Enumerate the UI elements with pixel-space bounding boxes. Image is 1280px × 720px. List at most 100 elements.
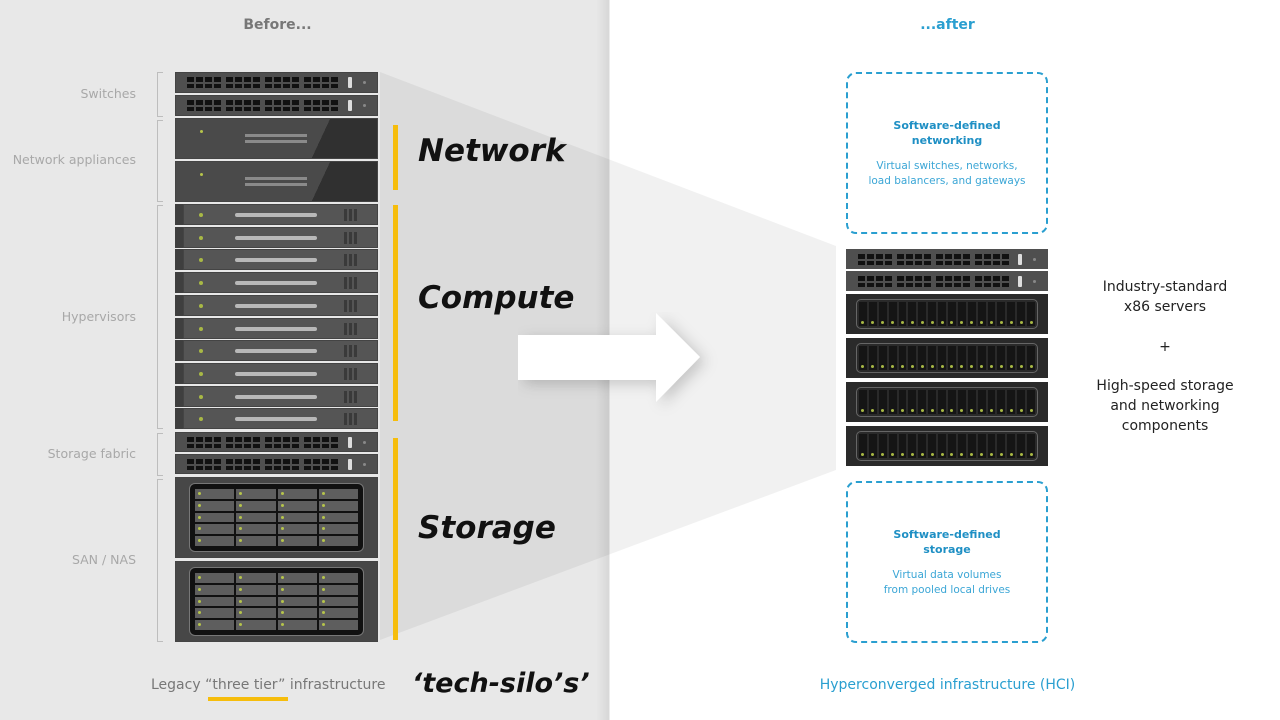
sds-desc-line1: Virtual data volumes (892, 569, 1002, 581)
drive-bay (195, 573, 235, 583)
drive-bay (977, 302, 986, 326)
server-vents (344, 413, 358, 426)
drive-bay (987, 390, 996, 414)
drive-bay (928, 302, 937, 326)
hypervisor-server-unit (175, 294, 378, 316)
drive-bay (888, 390, 897, 414)
caption-prefix: Legacy (151, 677, 206, 693)
sdn-title-line2: networking (911, 134, 983, 147)
drive-bay (888, 302, 897, 326)
drive-bay (318, 608, 358, 619)
status-led (199, 213, 203, 217)
drive-bay (967, 434, 976, 458)
drive-bay (859, 346, 867, 370)
hypervisor-server-unit (175, 362, 378, 384)
switch-ports (187, 437, 338, 448)
server-vents (344, 390, 358, 403)
port-group (265, 459, 299, 470)
server-label-bar (235, 303, 317, 308)
drive-bay (977, 346, 986, 370)
plus-sign: + (1159, 339, 1171, 355)
drive-bay (938, 302, 947, 326)
storage-category-bar (393, 438, 398, 640)
switch-indicator (363, 441, 366, 444)
drive-bay (898, 390, 907, 414)
drive-bay (948, 434, 956, 458)
drive-bay (318, 620, 358, 630)
drive-bay (277, 536, 317, 546)
drive-bay (236, 512, 276, 523)
drive-bay (277, 608, 317, 619)
drive-bay (888, 346, 897, 370)
drive-bay (1027, 434, 1036, 458)
drive-bay (967, 390, 976, 414)
switch-ports (187, 77, 338, 88)
side-line-1: Industry-standard (1102, 279, 1228, 295)
drive-bay (318, 489, 358, 499)
switch-indicator (363, 81, 366, 84)
drive-bay (1027, 302, 1036, 326)
drive-bay (318, 512, 358, 523)
tier-bracket (157, 433, 163, 476)
drive-bay (957, 346, 966, 370)
port-group (858, 254, 892, 265)
drive-bay (898, 346, 907, 370)
sds-title-line2: storage (923, 543, 971, 556)
switch-ports (187, 459, 338, 470)
server-vents (344, 322, 358, 335)
san-storage-array (175, 477, 378, 558)
port-group (304, 459, 338, 470)
switch-handle (348, 100, 352, 111)
drive-bay (195, 584, 235, 595)
hypervisor-server-unit (175, 385, 378, 407)
port-group (304, 100, 338, 111)
drive-bay (938, 346, 947, 370)
drive-bay (977, 390, 986, 414)
hypervisor-server-unit (175, 272, 378, 294)
drive-bay (859, 390, 867, 414)
drive-tray (189, 567, 364, 636)
drive-bay (195, 596, 235, 607)
port-group (187, 459, 221, 470)
appliance-vent (245, 140, 307, 143)
drive-bay (938, 434, 947, 458)
status-led (199, 303, 203, 308)
drive-bay (997, 390, 1006, 414)
category-compute: Compute (418, 280, 575, 316)
server-label-bar (235, 281, 317, 286)
drive-bay (859, 434, 867, 458)
drive-bay (318, 536, 358, 546)
drive-bay (908, 346, 917, 370)
hci-server-unit (846, 382, 1048, 422)
drive-bay (967, 346, 976, 370)
drive-bay (1007, 390, 1016, 414)
drive-bay (318, 500, 358, 511)
drive-bay (1017, 390, 1026, 414)
port-group (187, 437, 221, 448)
drive-bay (918, 390, 927, 414)
port-group (897, 276, 931, 287)
drive-bay (928, 390, 937, 414)
hci-caption: Hyperconverged infrastructure (HCI) (819, 677, 1076, 693)
port-group (975, 276, 1009, 287)
port-group (304, 437, 338, 448)
tier-bracket (157, 120, 163, 202)
drive-bay (1017, 302, 1026, 326)
server-label-bar (235, 258, 317, 263)
drive-bay (236, 489, 276, 499)
appliance-vent (245, 183, 307, 186)
drive-tray (856, 387, 1038, 417)
hypervisor-server-unit (175, 249, 378, 271)
drive-bay (868, 302, 877, 326)
drive-bay (195, 500, 235, 511)
port-group (265, 100, 299, 111)
switch-indicator (363, 463, 366, 466)
port-group (226, 77, 260, 88)
drive-bay (1017, 346, 1026, 370)
hci-switch-unit (846, 271, 1048, 291)
drive-bay (195, 512, 235, 523)
drive-tray (856, 343, 1038, 373)
right-arrow-icon (518, 313, 700, 402)
switch-ports (858, 254, 1009, 265)
server-label-bar (235, 235, 317, 240)
